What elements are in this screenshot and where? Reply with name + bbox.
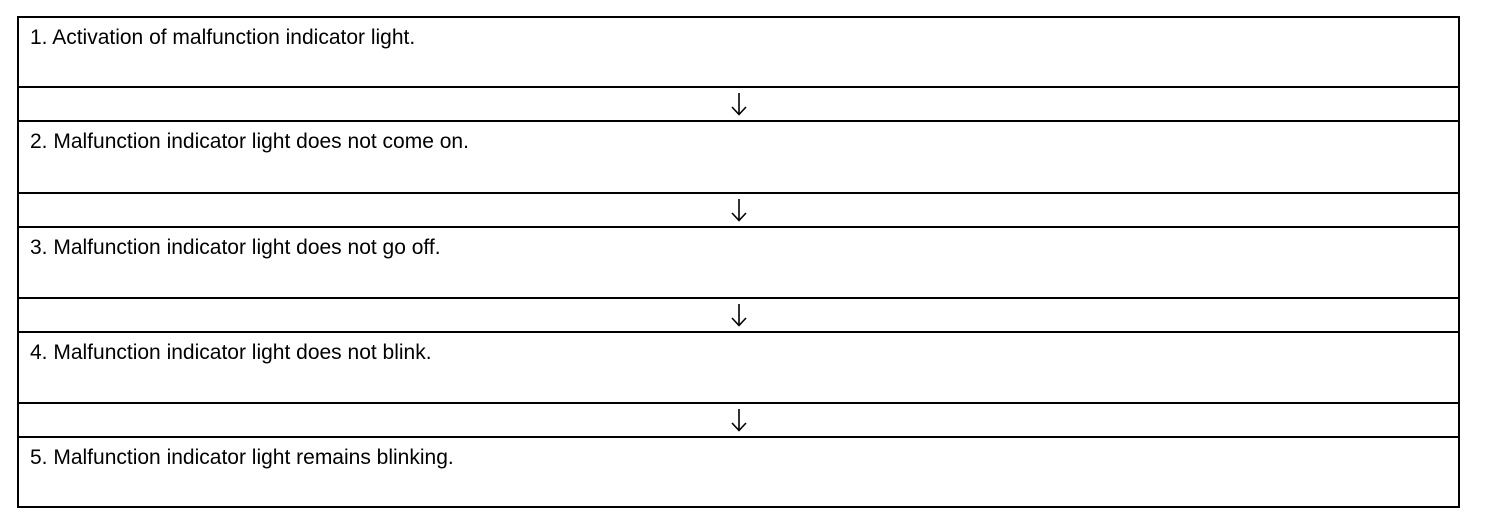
down-arrow-icon (731, 409, 747, 432)
connector-2 (19, 192, 1458, 228)
step-2-label: 2. Malfunction indicator light does not … (30, 130, 469, 153)
step-3-box: 3. Malfunction indicator light does not … (19, 228, 1458, 297)
step-4-label: 4. Malfunction indicator light does not … (30, 341, 432, 364)
down-arrow-icon (731, 93, 747, 116)
down-arrow-icon (731, 304, 747, 327)
connector-1 (19, 86, 1458, 122)
step-1-label: 1. Activation of malfunction indicator l… (30, 26, 416, 49)
flowchart: 1. Activation of malfunction indicator l… (17, 16, 1460, 508)
step-2-box: 2. Malfunction indicator light does not … (19, 122, 1458, 192)
connector-4 (19, 402, 1458, 438)
step-4-box: 4. Malfunction indicator light does not … (19, 333, 1458, 402)
step-5-box: 5. Malfunction indicator light remains b… (19, 438, 1458, 506)
step-3-label: 3. Malfunction indicator light does not … (30, 236, 441, 259)
connector-3 (19, 297, 1458, 333)
step-1-box: 1. Activation of malfunction indicator l… (19, 18, 1458, 86)
down-arrow-icon (731, 199, 747, 222)
step-5-label: 5. Malfunction indicator light remains b… (30, 446, 454, 469)
